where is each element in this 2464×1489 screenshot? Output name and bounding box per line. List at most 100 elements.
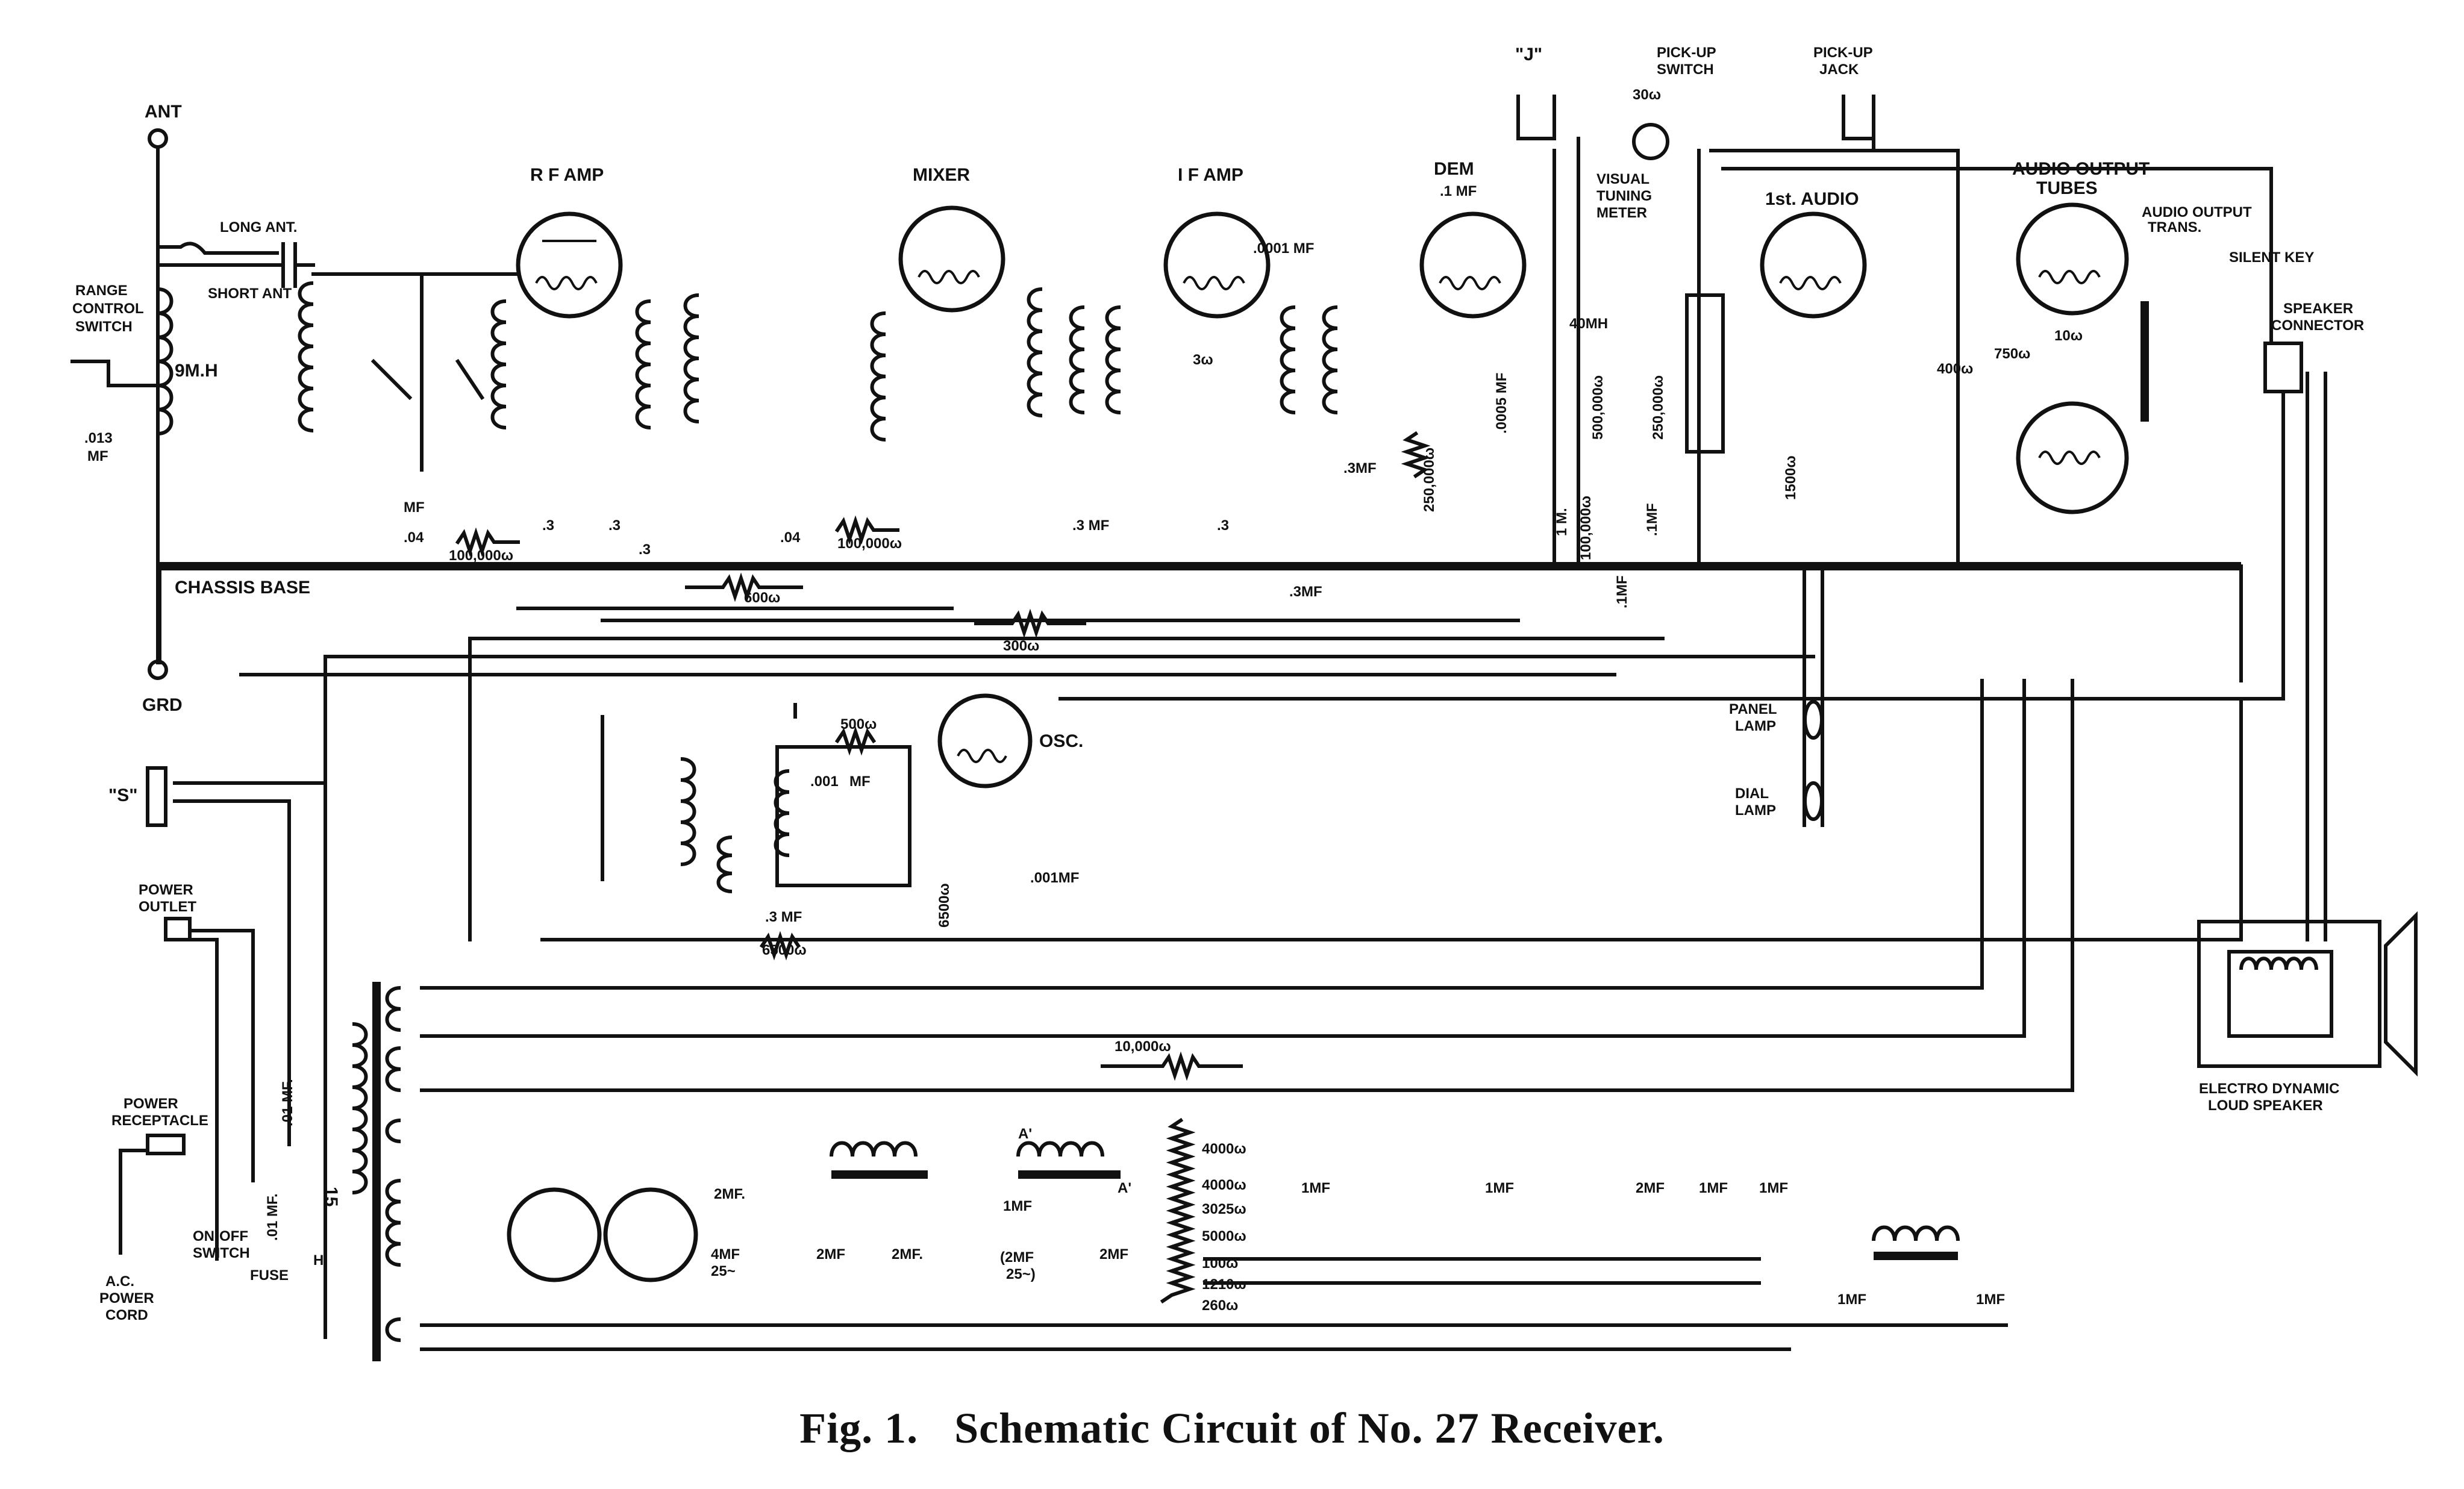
cap-3mf-dem-label: .3MF: [1343, 460, 1377, 476]
short-ant-label: SHORT ANT: [208, 286, 292, 302]
r-500000-label: 500,000ω: [1590, 375, 1606, 440]
ps-01mf-b-label: .01 MF.: [264, 1193, 281, 1241]
speaker-connector-label-1: SPEAKER: [2283, 301, 2353, 317]
r-300-label: 300ω: [1003, 638, 1039, 654]
s-socket: [146, 766, 167, 827]
panel-lamp-label-1: PANEL: [1729, 701, 1777, 717]
cap-3b-label: .3: [608, 517, 621, 534]
if-coil-2: [1105, 305, 1121, 414]
if-coil-1: [1069, 305, 1085, 414]
rf-secondary-coil: [490, 299, 507, 429]
chassis-base-label: CHASSIS BASE: [175, 578, 310, 598]
on-off-switch-label-2: SWITCH: [193, 1245, 250, 1261]
ps-1mf-f-label: 1MF: [1837, 1291, 1866, 1308]
choke-40mh-label: 40MH: [1569, 316, 1608, 332]
pickup-switch-label-2: SWITCH: [1657, 61, 1714, 78]
ant-label: ANT: [145, 102, 182, 122]
osc-coil-3: [716, 835, 733, 893]
if-amp-label: I F AMP: [1178, 165, 1243, 185]
cap-001mf-osc-label: .001MF: [1030, 870, 1079, 886]
rectifier-tube-1: [507, 1187, 602, 1282]
fuse-label: FUSE: [250, 1267, 289, 1284]
if-amp-tube: [1163, 211, 1271, 319]
divider-tap-1: 4000ω: [1202, 1177, 1246, 1193]
long-ant-label: LONG ANT.: [220, 219, 297, 236]
cap-0001-label: .0001 MF: [1253, 240, 1314, 257]
first-audio-label: 1st. AUDIO: [1765, 189, 1859, 209]
visual-tuning-meter: [1632, 123, 1669, 160]
electro-dynamic-label-2: LOUD SPEAKER: [2208, 1097, 2323, 1114]
if-coil-3: [1280, 305, 1296, 414]
vtm-label-2: TUNING: [1596, 188, 1652, 204]
filter-section: A' A' 2MF 2MF. 1MF (2MF 25~) 2MF 1MF 1MF: [816, 1126, 2005, 1308]
power-transformer: [352, 982, 401, 1361]
ps-2mf-b-label: 2MF: [816, 1246, 845, 1263]
r-10-label: 10ω: [2054, 328, 2083, 344]
choke-a-label: A': [1018, 1126, 1032, 1142]
vtm-label-1: VISUAL: [1596, 171, 1649, 187]
ps-1mf-d-label: 1MF: [1699, 1180, 1728, 1196]
r-250000b-label: 250,000ω: [1650, 375, 1666, 440]
voltage-divider: 10,000ω 4000ω 4000ω 3025ω 5000ω 100ω 121…: [1101, 1038, 1788, 1314]
dem-tube: [1419, 211, 1527, 319]
vtm-label-3: METER: [1596, 205, 1647, 221]
speaker-magnet: [2197, 920, 2381, 1068]
divider-tap-2: 3025ω: [1202, 1201, 1246, 1217]
interconnect-wiring: [158, 137, 2327, 1351]
divider-tap-0: 4000ω: [1202, 1141, 1246, 1157]
cap-3mf-chassis-label: .3MF: [1289, 584, 1322, 600]
ps-1mf-g-label: 1MF: [1976, 1291, 2005, 1308]
r-1500-label: 1500ω: [1783, 455, 1799, 500]
rf-amp-label: R F AMP: [530, 165, 604, 185]
s-socket-label: "S": [108, 785, 137, 805]
range-control-label-3: SWITCH: [75, 319, 133, 335]
pickup-jack-label-2: JACK: [1819, 61, 1859, 78]
ps-2mf-d-label: 2MF: [1099, 1246, 1128, 1263]
dem-label: DEM: [1434, 159, 1474, 179]
choke-a2-label: A': [1118, 1180, 1131, 1196]
loud-speaker: ELECTRO DYNAMIC LOUD SPEAKER: [2197, 911, 2418, 1114]
ps-1mf-e-label: 1MF: [1759, 1180, 1788, 1196]
9mh-label: 9M.H: [175, 361, 218, 381]
mixer-input-coil: [683, 293, 699, 423]
r-1m-label: 1 M.: [1554, 508, 1570, 536]
osc-coil-1: [680, 757, 696, 866]
ps-1mf-b-label: 1MF: [1301, 1180, 1330, 1196]
oscillator-stage: OSC. 500ω .001 MF .3 MF 6500ω 6500ω .001…: [680, 693, 1083, 961]
on-off-switch-label-1: ON-OFF: [193, 1228, 248, 1244]
divider-tap-3: 5000ω: [1202, 1228, 1246, 1244]
r-400-label: 400ω: [1937, 361, 1973, 377]
cap-3mf-osc-label: .3 MF: [765, 909, 802, 925]
divider-tap-6: 260ω: [1202, 1297, 1238, 1314]
audio-interstage-transformer: [1685, 293, 1725, 454]
audio-output-tube-2: [2016, 401, 2129, 514]
range-control-label-1: RANGE: [75, 283, 128, 299]
speaker-connector: [2263, 342, 2303, 393]
first-audio-tube: [1760, 211, 1867, 319]
osc-label: OSC.: [1039, 731, 1083, 751]
dial-lamp-label-1: DIAL: [1735, 785, 1769, 802]
audio-output-tubes-label-2: TUBES: [2036, 178, 2098, 198]
left-sockets: "S" POWER OUTLET POWER RECEPTACLE ON-OFF…: [99, 766, 341, 1323]
panel-lamp: [1803, 700, 1824, 740]
ps-2mf-25-label-1: (2MF: [1000, 1249, 1034, 1266]
cap-3-if-label: .3 MF: [1072, 517, 1109, 534]
j-jack-label: "J": [1515, 45, 1542, 64]
ac-cord-label-2: POWER: [99, 1290, 154, 1306]
if-coil-4: [1322, 305, 1338, 414]
cap-0005-label: .0005 MF: [1493, 373, 1510, 434]
r-100000-mix-label: 100,000ω: [837, 535, 902, 552]
ps-1mf-a-label: 1MF: [1003, 1198, 1032, 1214]
power-receptacle-label-2: RECEPTACLE: [111, 1113, 208, 1129]
figure-caption: Fig. 1.Schematic Circuit of No. 27 Recei…: [0, 1403, 2464, 1453]
pickup-jack-label-1: PICK-UP: [1813, 45, 1873, 61]
rectifier-tube-2: [603, 1187, 698, 1282]
r-500-osc-label: 500ω: [840, 716, 877, 732]
cap-3c-label: .3: [639, 542, 651, 558]
cap-001-osc-label: .001: [810, 773, 839, 790]
pickup-section: "J" PICK-UP SWITCH PICK-UP JACK 30ω VISU…: [1515, 45, 1875, 608]
filter-choke-2: [1016, 1141, 1104, 1157]
mixer-tube: [898, 205, 1005, 313]
cap-013-mf-label: MF: [87, 448, 108, 464]
ps-1mf-c-label: 1MF: [1485, 1180, 1514, 1196]
